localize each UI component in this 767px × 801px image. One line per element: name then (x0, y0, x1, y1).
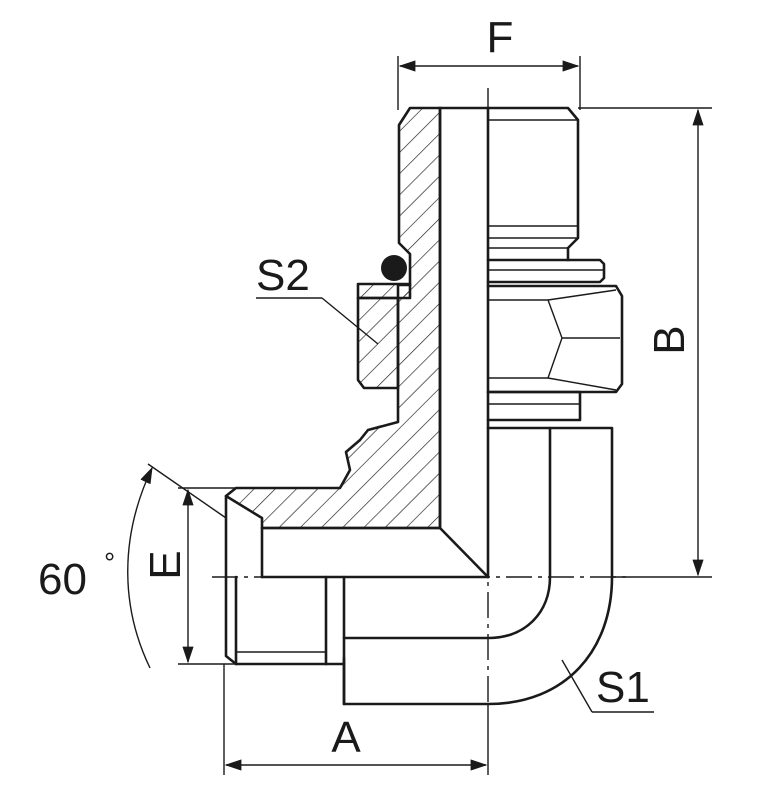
label-s2: S2 (256, 251, 310, 300)
lock-nut (486, 284, 624, 422)
dimension-lines (127, 56, 712, 775)
label-s1: S1 (596, 663, 650, 712)
label-b: B (645, 325, 694, 354)
o-ring (356, 255, 412, 300)
label-angle: 60 (38, 555, 87, 604)
label-a: A (331, 713, 361, 762)
label-f: F (487, 13, 514, 62)
stud-end-view (438, 106, 606, 284)
stud-end-section (224, 106, 442, 530)
label-e: E (141, 550, 190, 579)
label-degree: ° (104, 547, 115, 578)
elbow-body (260, 106, 614, 706)
seal-s2 (356, 296, 400, 390)
